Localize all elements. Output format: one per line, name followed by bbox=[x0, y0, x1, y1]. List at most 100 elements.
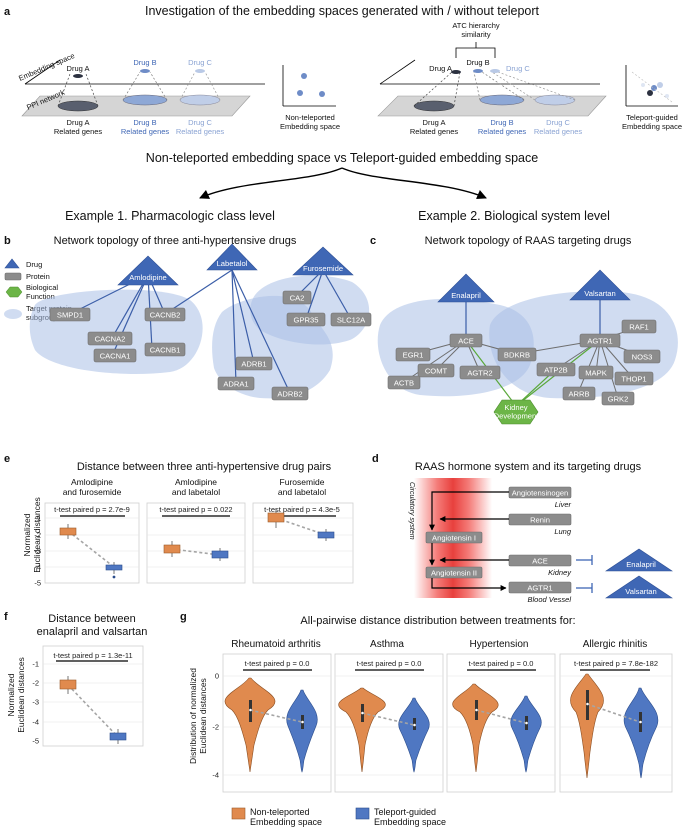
embedding-axis-diag bbox=[24, 59, 61, 85]
drug-b-genes-ellipse-right bbox=[479, 94, 525, 106]
edge-b2 bbox=[111, 274, 149, 339]
g-sub1-median-b bbox=[301, 720, 304, 724]
protein-agtr2-label: AGTR2 bbox=[467, 369, 492, 378]
ytick-g3: -4 bbox=[212, 771, 219, 780]
protein-gpr35 bbox=[286, 312, 326, 327]
drug-enalapril-label: Enalapril bbox=[451, 291, 481, 300]
source-renin-label: Renin bbox=[530, 516, 550, 525]
panel-f-label: f bbox=[4, 611, 8, 623]
mini-point-r5 bbox=[665, 94, 669, 98]
drug-enalapril-d-label: Enalapril bbox=[626, 560, 656, 569]
organ-lung: Lung bbox=[554, 527, 572, 536]
link-a-right bbox=[85, 73, 99, 107]
protein-comt-label: COMT bbox=[425, 367, 448, 376]
link-b-right bbox=[149, 71, 168, 101]
edge-b6 bbox=[164, 269, 233, 315]
vs-title: Non-teleported embedding space vs Telepo… bbox=[146, 151, 538, 165]
ytick-g2: -2 bbox=[212, 723, 219, 732]
protein-smpd1-label: SMPD1 bbox=[57, 311, 83, 320]
link-c-right bbox=[204, 71, 221, 101]
drug-valsartan-d bbox=[605, 575, 673, 599]
protein-adra1 bbox=[217, 376, 255, 391]
legend-protein-label: Protein bbox=[26, 272, 50, 281]
mini-point-1 bbox=[301, 73, 307, 79]
drug-amlodipine bbox=[117, 255, 179, 286]
drug-c-label-right: Drug C bbox=[506, 64, 530, 73]
g-sub2-pvalue: t-test paired p = 0.0 bbox=[357, 659, 422, 668]
legend-drug-icon bbox=[4, 258, 20, 269]
e-sub1-trend bbox=[67, 530, 115, 568]
protein-grk2 bbox=[601, 391, 635, 406]
protein-atp2b bbox=[536, 362, 576, 377]
atc-bracket bbox=[455, 47, 496, 58]
protein-cacnb2-label: CACNB2 bbox=[150, 311, 181, 320]
protein-adrb1-label: ADRB1 bbox=[241, 360, 266, 369]
g-sub1-pvalue: t-test paired p = 0.0 bbox=[245, 659, 310, 668]
g-sub3-violin-non-teleported bbox=[452, 683, 499, 773]
protein-bdkrb bbox=[497, 347, 537, 362]
g-sub4-violin-non-teleported bbox=[570, 673, 604, 779]
ytick-e3: -3 bbox=[34, 547, 41, 556]
ytick-g1: 0 bbox=[215, 672, 219, 681]
protein-adrb1 bbox=[235, 356, 273, 371]
arrow-to-example2 bbox=[341, 167, 487, 200]
panel-d-title: RAAS hormone system and its targeting dr… bbox=[415, 461, 642, 473]
g-sub4-trend bbox=[586, 703, 641, 723]
protein-cacnb1-label: CACNB1 bbox=[150, 346, 181, 355]
protein-smpd1 bbox=[49, 307, 91, 322]
arrow-angiotensinogen bbox=[429, 491, 509, 531]
e-sub1-outlier bbox=[112, 575, 116, 579]
e-sub1: -1 -2 -3 -4 -5 t-test paired p = 2.7e-9 bbox=[34, 502, 140, 588]
ytick-f3: -3 bbox=[32, 698, 39, 707]
legend-teleport-swatch bbox=[355, 807, 370, 820]
link-a-right-r bbox=[453, 71, 461, 107]
drug-a-genes-ellipse bbox=[57, 100, 99, 112]
panel-e: e Distance between three anti-hypertensi… bbox=[4, 453, 354, 588]
g-sub4: t-test paired p = 7.8e-182 bbox=[559, 653, 673, 793]
link-b-left bbox=[122, 71, 141, 101]
g-sub3-median-b bbox=[525, 721, 528, 725]
drug-c-genes-ellipse bbox=[179, 94, 221, 106]
protein-ace bbox=[449, 333, 483, 348]
g-sub4-median-a bbox=[586, 702, 589, 706]
mini-point-3 bbox=[319, 91, 325, 97]
link-a-left-r bbox=[413, 71, 453, 107]
protein-agtr2 bbox=[459, 365, 501, 380]
g-sub4-violin-teleport bbox=[623, 687, 659, 779]
g-sub2-title: Asthma bbox=[370, 639, 404, 650]
protein-nos3-label: NOS3 bbox=[632, 353, 653, 362]
ytick-f1: -1 bbox=[32, 660, 39, 669]
drug-c-point-right bbox=[490, 69, 500, 73]
g-sub1-violin-non-teleported bbox=[224, 677, 276, 773]
hormone-angiotensin-ii bbox=[425, 566, 483, 579]
source-angiotensinogen-label: Angiotensinogen bbox=[512, 489, 569, 498]
protein-arrb-label: ARRB bbox=[568, 390, 589, 399]
protein-cacna1-label: CACNA1 bbox=[100, 352, 131, 361]
panel-g-title: All-pairwise distance distribution betwe… bbox=[300, 615, 575, 627]
panel-d: d RAAS hormone system and its targeting … bbox=[372, 453, 673, 604]
drug-furosemide-label: Furosemide bbox=[303, 264, 343, 273]
organ-kidney: Kidney bbox=[548, 568, 572, 577]
panel-a-title: Investigation of the embedding spaces ge… bbox=[145, 4, 540, 18]
panel-b: b Network topology of three anti-hyperte… bbox=[4, 235, 372, 401]
protein-ca2 bbox=[282, 290, 312, 305]
panel-b-title: Network topology of three anti-hypertens… bbox=[54, 235, 297, 247]
protein-mapk bbox=[578, 365, 614, 380]
protein-agtr1 bbox=[579, 333, 621, 348]
e-sub2-pvalue: t-test paired p = 0.022 bbox=[159, 505, 232, 514]
drug-b-genes-ellipse bbox=[122, 94, 168, 106]
embedding-axis-diag-right bbox=[379, 59, 416, 85]
organ-blood-vessel: Blood Vessel bbox=[528, 595, 572, 604]
protein-cacnb1 bbox=[144, 342, 186, 357]
mini-diagonal bbox=[631, 71, 673, 103]
protein-thop1 bbox=[614, 371, 654, 386]
